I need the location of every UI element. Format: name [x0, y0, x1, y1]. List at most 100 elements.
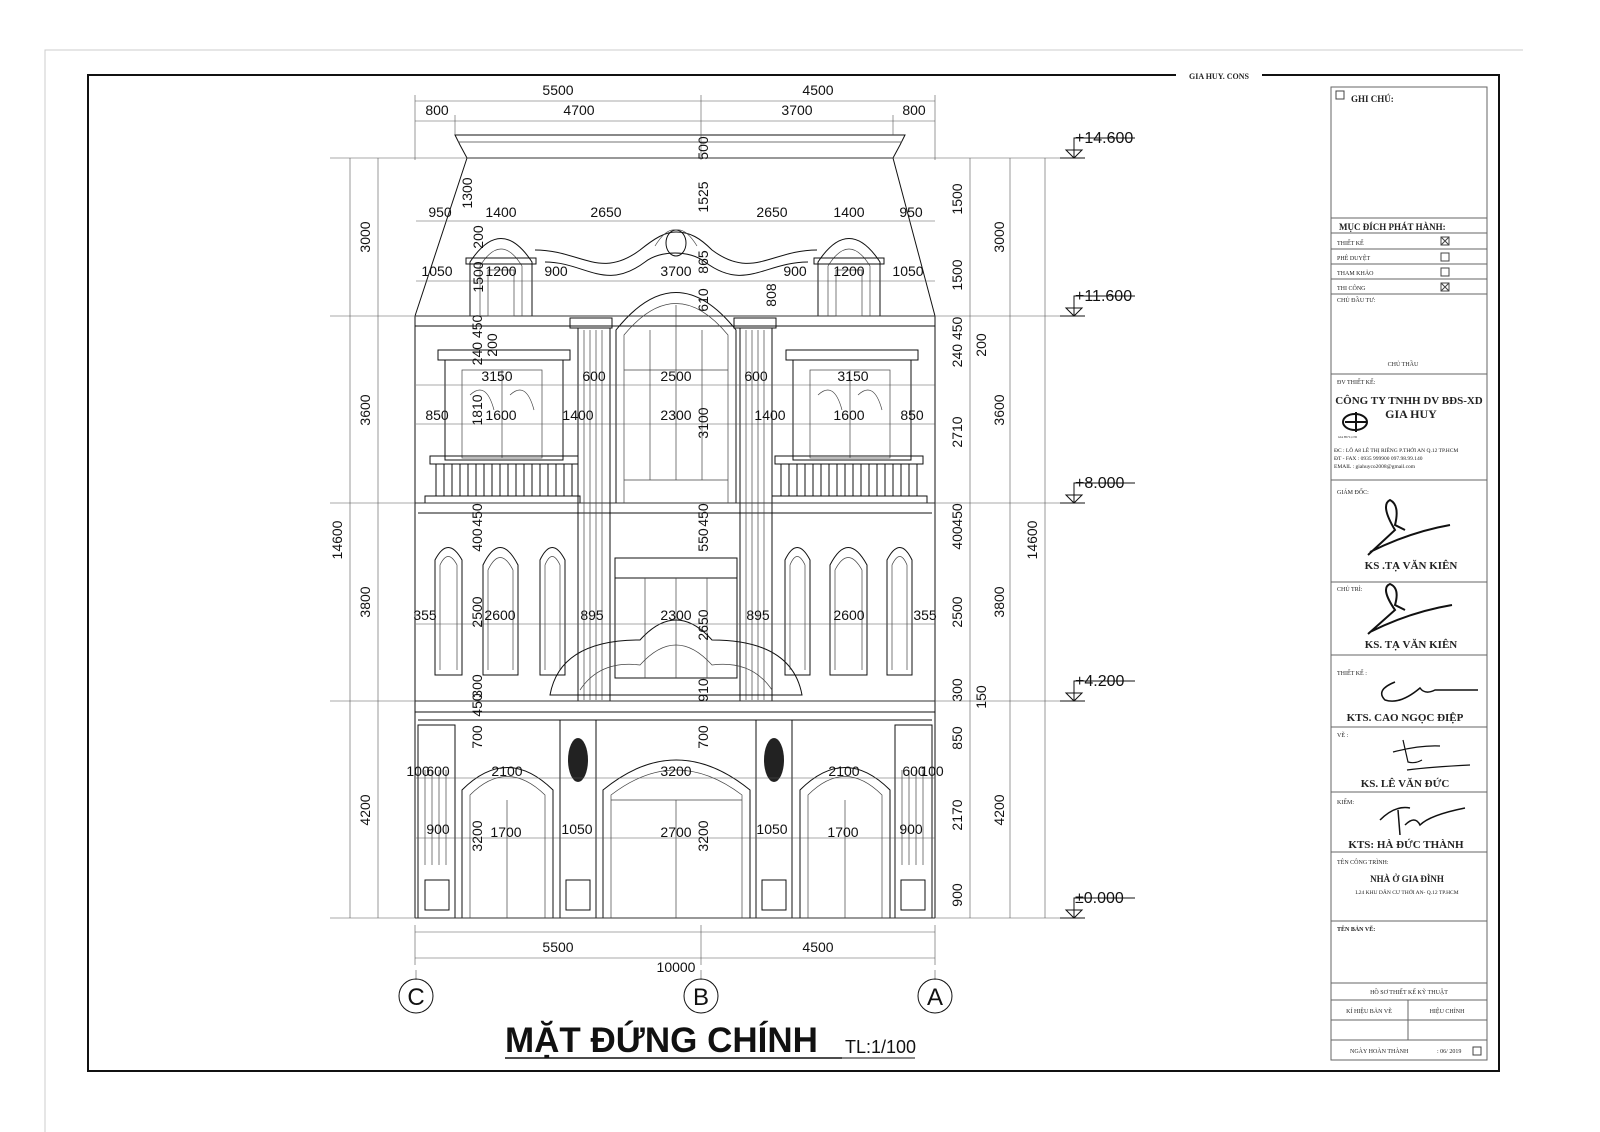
level-label: +14.600	[1075, 130, 1133, 147]
dimension-label: 1400	[833, 204, 864, 220]
revision-label: HIỆU CHỈNH	[1430, 1007, 1465, 1015]
level-label: +11.600	[1075, 288, 1132, 305]
grid-axis-c: C	[407, 984, 424, 1011]
dimension-label: 1400	[485, 204, 516, 220]
dimension-label: 500	[695, 136, 711, 160]
dimension-label: 1525	[695, 181, 711, 212]
title-block: GHI CHÚ: MỤC ĐÍCH PHÁT HÀNH: THIẾT KẾ PH…	[1330, 86, 1488, 1061]
dimension-label: 3000	[357, 221, 373, 252]
completion-date: : 06/ 2019	[1437, 1049, 1461, 1055]
dimension-label: 240 450	[469, 314, 485, 365]
dimension-label: 2300	[660, 607, 691, 623]
dimension-label: 355	[413, 607, 437, 623]
dimension-label: 4700	[563, 102, 594, 118]
dimension-label: 4200	[991, 794, 1007, 825]
dimension-label: 355	[913, 607, 937, 623]
dimension-label: 3000	[991, 221, 1007, 252]
dimension-label: 600	[902, 763, 926, 779]
signature-icon	[1367, 582, 1453, 635]
notes-label: GHI CHÚ:	[1351, 94, 1394, 104]
dimension-label: 1500	[470, 261, 486, 292]
dimension-lines	[330, 95, 1060, 980]
dimension-label: 300	[469, 674, 485, 698]
dimension-label: 700	[695, 725, 711, 749]
signature-icon	[1380, 681, 1478, 702]
level-label: +8.000	[1075, 475, 1124, 492]
dimension-label: 2300	[660, 407, 691, 423]
dimension-label: 1600	[485, 407, 516, 423]
upper-window-right	[785, 349, 919, 461]
signer-role: VẼ :	[1337, 731, 1348, 739]
level-label: ±0.000	[1075, 890, 1124, 907]
completion-label: NGÀY HOÀN THÀNH	[1350, 1047, 1409, 1055]
checkbox-icon	[1472, 1046, 1482, 1056]
dimension-label: 3700	[781, 102, 812, 118]
sheet-edge	[44, 49, 1523, 1132]
dimension-label: 1400	[754, 407, 785, 423]
dimension-label: 400	[949, 526, 965, 550]
dimension-label: 3800	[991, 586, 1007, 617]
signer-role: THIẾT KẾ :	[1337, 669, 1367, 677]
dimension-label: 1300	[459, 177, 475, 208]
purpose-label: MỤC ĐÍCH PHÁT HÀNH:	[1339, 222, 1446, 232]
grid-axis-b: B	[693, 984, 709, 1011]
dimension-label: 5500	[542, 939, 573, 955]
sheet-code-label: KÍ HIỆU BẢN VẼ	[1346, 1007, 1392, 1015]
dimension-label: 2500	[469, 596, 485, 627]
sheet-name-label: TÊN BẢN VẼ:	[1337, 925, 1375, 933]
dimension-label: 600	[426, 763, 450, 779]
dimension-label: 2650	[590, 204, 621, 220]
dimension-label: 150	[973, 685, 989, 709]
dimension-label: 3600	[991, 394, 1007, 425]
dimension-label: 850	[425, 407, 449, 423]
upper-window-left	[437, 349, 571, 461]
signer-name: KS .TẠ VĂN KIÊN	[1365, 560, 1458, 572]
dimension-label: 5500	[542, 82, 573, 98]
logo-text: GIA HUY.,LTD	[1338, 435, 1358, 440]
dimension-label: 2100	[828, 763, 859, 779]
dimension-label: 100	[406, 763, 430, 779]
dimension-label: 800	[425, 102, 449, 118]
drawing-scale: TL:1/100	[845, 1037, 916, 1057]
dimension-label: 4500	[802, 82, 833, 98]
dimension-label: 900	[426, 821, 450, 837]
purpose-reference: THAM KHẢO	[1337, 269, 1374, 277]
balcony-right	[771, 455, 928, 504]
dimension-label: 1810	[469, 394, 485, 425]
dimension-label: 850	[900, 407, 924, 423]
dimension-label: 14600	[329, 520, 345, 559]
dimension-label: 700	[469, 725, 485, 749]
signer-name: KTS. CAO NGỌC ĐIỆP	[1347, 711, 1464, 724]
dimension-label: 610	[695, 288, 711, 312]
dimension-label: 3150	[481, 368, 512, 384]
dimension-label: 450	[469, 503, 485, 527]
purpose-construction: THI CÔNG	[1337, 284, 1366, 292]
project-label: TÊN CÔNG TRÌNH:	[1337, 858, 1389, 866]
dimension-label: 1200	[833, 263, 864, 279]
dimension-label: 200	[973, 333, 989, 357]
dimension-label: 3800	[357, 586, 373, 617]
dimension-label: 2650	[695, 609, 711, 640]
dimension-label: 600	[744, 368, 768, 384]
header-tag: GIA HUY. CONS	[1189, 72, 1249, 81]
dimension-label: 865	[695, 250, 711, 274]
level-marker-icon	[1060, 680, 1135, 702]
signature-icon	[1367, 498, 1451, 556]
dimension-label: 900	[544, 263, 568, 279]
dimension-label: 4500	[802, 939, 833, 955]
dimension-label: 300	[949, 678, 965, 702]
dossier-label: HỒ SƠ THIẾT KẾ KỸ THUẬT	[1370, 988, 1448, 996]
designer-unit-label: ĐV THIẾT KẾ:	[1337, 378, 1376, 386]
dimension-label: 808	[763, 283, 779, 307]
unchecked-box-icon	[1440, 252, 1450, 262]
level-label: +4.200	[1075, 673, 1124, 690]
dimension-label: 3700	[660, 263, 691, 279]
dimension-label: 1200	[485, 263, 516, 279]
company-address: ĐC : LÔ A8 LÊ THỊ RIÊNG P.THỚI AN Q.12 T…	[1334, 446, 1458, 454]
dimension-label: 1050	[892, 263, 923, 279]
level-marker-icon	[1060, 137, 1135, 159]
signer-role: KIỂM:	[1337, 798, 1354, 806]
dimension-label: 1700	[827, 824, 858, 840]
dimension-label: 450	[469, 693, 485, 717]
